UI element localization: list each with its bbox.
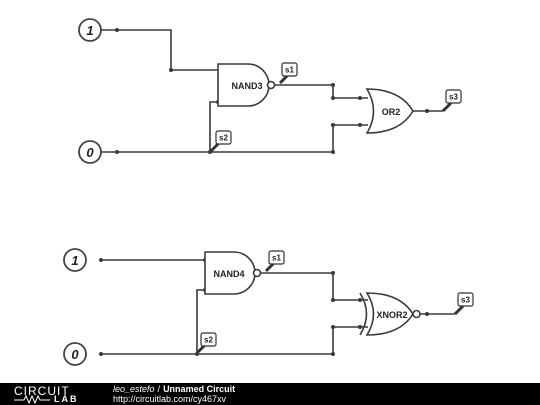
input-value: 0 — [71, 347, 79, 362]
net-tag-s1[interactable]: s1 — [264, 250, 285, 273]
gate-label: NAND4 — [213, 269, 244, 279]
input-value: 1 — [71, 253, 78, 268]
junction-dot — [115, 28, 119, 32]
footer-bar: CIRCUIT LAB leo_estefo/Unnamed Circuit h… — [0, 383, 540, 405]
junction-dot — [358, 298, 362, 302]
net-tag-label: s1 — [272, 254, 281, 263]
footer-circuit-title[interactable]: Unnamed Circuit — [163, 384, 236, 394]
input-source-0[interactable]: 0 — [78, 140, 102, 164]
input-source-1[interactable]: 1 — [63, 248, 87, 272]
input-source-1[interactable]: 1 — [78, 18, 102, 42]
bottom-circuit: 1 0 NAND4 XNOR2 s1 s2 — [63, 248, 474, 366]
wire — [260, 272, 368, 301]
junction-dot — [331, 352, 335, 356]
junction-dot — [99, 352, 103, 356]
junction-dot — [115, 150, 119, 154]
footer-url-link[interactable]: http://circuitlab.com/cy467xv — [113, 394, 227, 404]
xnor2-gate[interactable]: XNOR2 — [359, 292, 421, 336]
junction-dot — [169, 68, 173, 72]
net-tag-label: s1 — [285, 66, 294, 75]
net-tag-s1[interactable]: s1 — [278, 62, 298, 85]
logo-subtext: LAB — [54, 394, 79, 404]
junction-dot — [195, 352, 199, 356]
nand4-gate[interactable]: NAND4 — [204, 251, 262, 295]
footer-username[interactable]: leo_estefo — [113, 384, 155, 394]
wire — [209, 101, 218, 152]
net-tag-label: s3 — [449, 93, 458, 102]
gate-label: OR2 — [382, 107, 401, 117]
junction-dot — [331, 123, 335, 127]
net-tag-label: s2 — [219, 134, 228, 143]
junction-dot — [358, 96, 362, 100]
gate-label: XNOR2 — [376, 310, 407, 320]
nand3-gate[interactable]: NAND3 — [217, 63, 276, 107]
wire — [274, 84, 368, 99]
net-tag-label: s2 — [204, 336, 213, 345]
net-tag-label: s3 — [461, 296, 470, 305]
junction-dot — [331, 298, 335, 302]
footer-separator: / — [157, 384, 161, 394]
junction-dot — [331, 83, 335, 87]
junction-dot — [425, 312, 429, 316]
net-tag-s2[interactable]: s2 — [209, 130, 232, 153]
footer-circuit-info: leo_estefo/Unnamed Circuit — [113, 384, 235, 394]
input-source-0[interactable]: 0 — [63, 342, 87, 366]
junction-dot — [358, 325, 362, 329]
top-circuit: 1 0 NAND3 OR2 s1 s2 — [78, 18, 462, 164]
wire — [101, 124, 368, 153]
input-value: 0 — [86, 145, 94, 160]
gate-label: NAND3 — [231, 81, 262, 91]
junction-dot — [99, 258, 103, 262]
junction-dot — [331, 325, 335, 329]
logo-text: CIRCUIT — [14, 384, 70, 398]
wire — [101, 29, 218, 71]
junction-dot — [331, 96, 335, 100]
input-value: 1 — [86, 23, 93, 38]
or2-gate[interactable]: OR2 — [365, 88, 414, 134]
wire — [196, 289, 205, 354]
junction-dot — [331, 150, 335, 154]
net-tag-s2[interactable]: s2 — [196, 332, 217, 354]
net-tag-s3[interactable]: s3 — [453, 292, 474, 316]
junction-dot — [331, 271, 335, 275]
logo-wave-icon — [14, 395, 50, 404]
junction-dot — [358, 123, 362, 127]
net-tag-s3[interactable]: s3 — [441, 89, 462, 113]
circuit-schematic: 1 0 NAND3 OR2 s1 s2 — [63, 18, 474, 366]
junction-dot — [425, 109, 429, 113]
wire — [101, 326, 368, 355]
